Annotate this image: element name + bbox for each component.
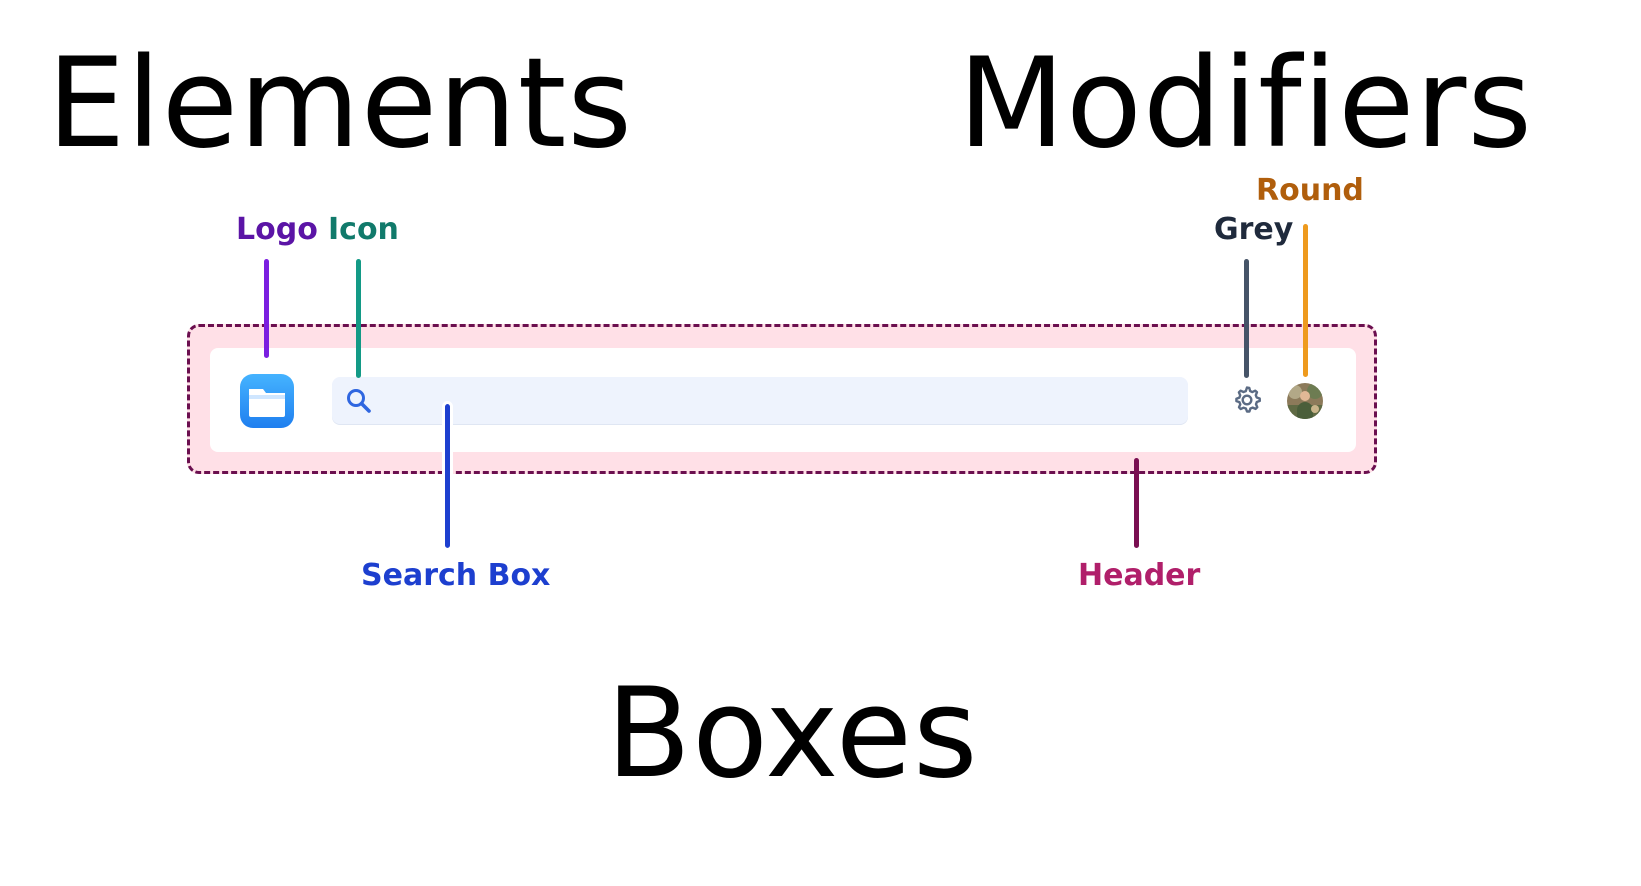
pointer-icon	[356, 259, 361, 378]
label-grey: Grey	[1214, 212, 1294, 247]
search-box[interactable]	[332, 377, 1188, 424]
avatar[interactable]	[1287, 383, 1323, 419]
title-elements: Elements	[47, 32, 633, 176]
folder-app-icon[interactable]	[240, 374, 294, 428]
pointer-round	[1303, 224, 1308, 377]
pointer-logo	[264, 259, 269, 358]
pointer-grey	[1244, 259, 1249, 378]
title-modifiers: Modifiers	[958, 32, 1533, 176]
label-search-box: Search Box	[361, 558, 551, 593]
pointer-search-box	[442, 401, 453, 551]
title-boxes: Boxes	[606, 662, 979, 806]
label-icon: Icon	[328, 212, 399, 247]
search-icon[interactable]	[344, 386, 374, 416]
pointer-header	[1134, 458, 1139, 548]
gear-icon[interactable]	[1230, 383, 1264, 417]
label-logo: Logo	[236, 212, 318, 247]
label-round: Round	[1256, 173, 1364, 208]
label-header: Header	[1078, 558, 1201, 593]
